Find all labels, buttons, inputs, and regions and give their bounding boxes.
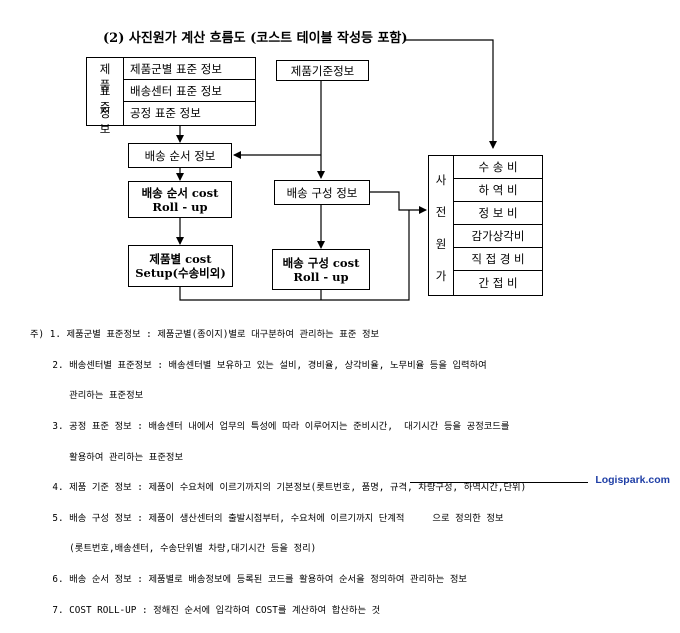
delivery-config-cost-box: 배송 구성 cost Roll - up: [272, 249, 370, 290]
footer-divider: [410, 482, 588, 483]
pre-cost-side-label-1: 사: [435, 173, 447, 187]
note-line: 활용하여 관리하는 표준정보: [30, 451, 184, 463]
note-line: 주) 1. 제품군별 표준정보 : 제품군별(종이지)별로 대구분하여 관리하는…: [30, 329, 380, 341]
product-cost-line2: Setup(수송비외): [135, 266, 226, 280]
delivery-order-cost-line2: Roll - up: [152, 199, 208, 214]
standard-side-label-1: 제품: [99, 62, 111, 92]
pre-cost-direct-expense: 직 접 경 비: [454, 248, 542, 271]
note-line: 5. 배송 구성 정보 : 제품이 생산센터의 출발시점부터, 수요처에 이르기…: [30, 512, 504, 524]
delivery-order-info-box: 배송 순서 정보: [128, 143, 232, 168]
pre-cost-side-label-2: 전: [435, 205, 447, 219]
pre-cost-handling: 하 역 비: [454, 179, 542, 202]
product-group-standard-info: 제품군별 표준 정보: [124, 58, 255, 80]
note-line: 관리하는 표준정보: [30, 390, 144, 402]
delivery-order-cost-line1: 배송 순서 cost: [141, 185, 219, 200]
config-to-precost-arrow: [370, 191, 427, 214]
note-line: 4. 제품 기준 정보 : 제품이 수요처에 이르기까지의 기본정보(롯트번호,…: [30, 482, 527, 494]
flow-connectors: [176, 39, 497, 301]
pre-cost-table: 사 전 원 가 수 송 비 하 역 비 정 보 비 감가상각비 직 접 경 비 …: [428, 155, 543, 296]
standard-side-label-2: 표준: [99, 84, 111, 114]
delivery-order-cost-box: 배송 순서 cost Roll - up: [128, 181, 232, 218]
standard-side-label-3: 정보: [99, 106, 111, 136]
pre-cost-side-label-4: 가: [435, 269, 447, 283]
pre-cost-transport: 수 송 비: [454, 156, 542, 179]
page-title: (2) 사진원가 계산 흐름도 (코스트 테이블 작성등 포함): [103, 31, 408, 46]
notes-section: 주) 1. 제품군별 표준정보 : 제품군별(종이지)별로 대구분하여 관리하는…: [30, 312, 670, 633]
brand-label: Logispark.com: [595, 474, 670, 486]
product-standard-info-table: 제품 표준 정보 제품군별 표준 정보 배송센터 표준 정보 공정 표준 정보: [86, 57, 256, 136]
pre-cost-side-label-3: 원: [435, 237, 447, 251]
product-cost-box: 제품별 cost Setup(수송비외): [128, 245, 233, 287]
delivery-config-info-box: 배송 구성 정보: [274, 180, 370, 205]
note-line: 2. 배송센터별 표준정보 : 배송센터별 보유하고 있는 설비, 경비율, 상…: [30, 359, 487, 371]
delivery-config-cost-line2: Roll - up: [293, 269, 349, 284]
process-standard-info: 공정 표준 정보: [130, 106, 201, 120]
note-line: 6. 배송 순서 정보 : 제품별로 배송정보에 등록된 코드를 활용하여 순서…: [30, 574, 467, 586]
pre-cost-information: 정 보 비: [454, 202, 542, 225]
note-line: (롯트번호,배송센터, 수송단위별 차량,대기시간 등을 정리): [30, 543, 317, 555]
pre-cost-depreciation: 감가상각비: [454, 225, 542, 248]
note-line: 7. COST ROLL-UP : 정해진 순서에 입각하여 COST를 계산하…: [30, 604, 381, 616]
product-base-info-box: 제품기준정보: [276, 60, 369, 81]
standard-side-column: [87, 58, 124, 125]
delivery-config-cost-line1: 배송 구성 cost: [282, 255, 360, 270]
pre-cost-indirect-expense: 간 접 비: [478, 275, 518, 290]
delivery-center-standard-info: 배송센터 표준 정보: [124, 80, 255, 102]
note-line: 3. 공정 표준 정보 : 배송센터 내에서 업무의 특성에 따라 이루어지는 …: [30, 421, 510, 433]
pre-cost-side-column: [429, 156, 454, 295]
title-to-precost-arrow: [404, 39, 497, 149]
product-cost-line1: 제품별 cost: [149, 252, 212, 266]
